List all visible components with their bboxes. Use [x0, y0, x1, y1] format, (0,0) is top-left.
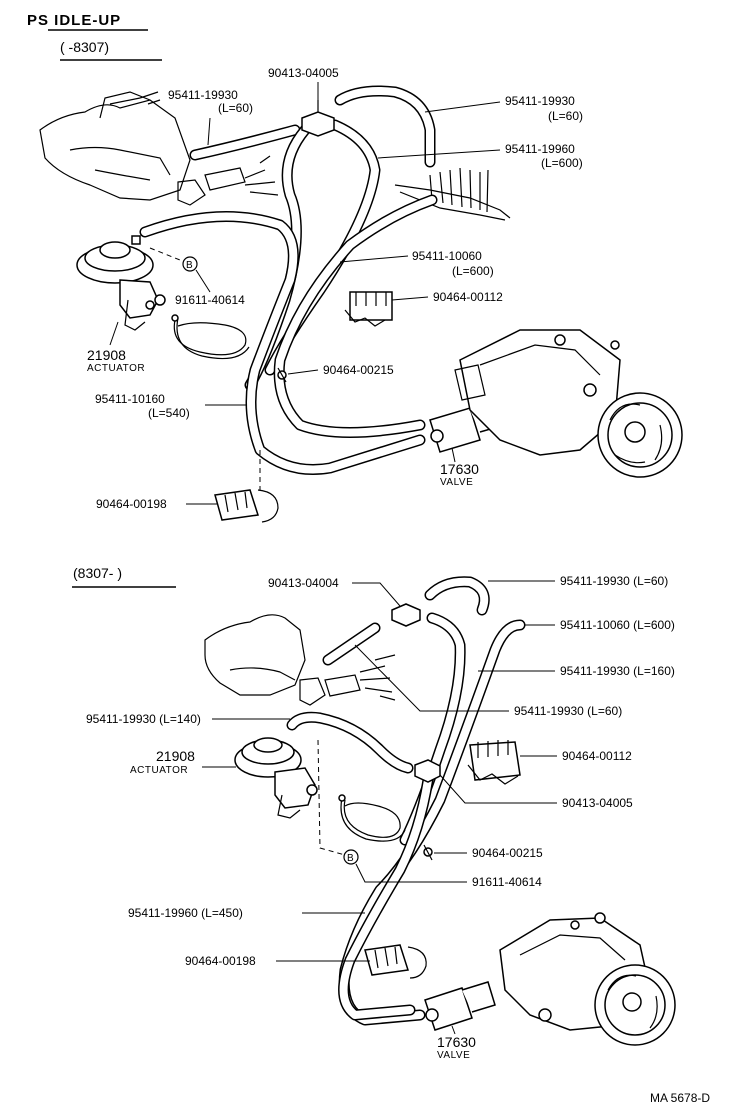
bottom-label-clamp: 90464-00112 [562, 749, 632, 763]
bottom-label-bracket: 90464-00198 [185, 954, 256, 968]
top-range-label: ( -8307) [60, 39, 109, 55]
bottom-label-clip: 90464-00215 [472, 846, 543, 860]
bottom-leader-tee-04005 [439, 774, 557, 804]
bottom-range-label: (8307- ) [73, 565, 122, 581]
bottom-pump [499, 912, 676, 1046]
top-clamp-00112 [344, 291, 393, 327]
bottom-label-hose-left: 95411-19930 (L=140) [86, 712, 201, 726]
bottom-label-hose-center: 95411-19930 (L=60) [514, 704, 622, 718]
bottom-wire-loop [338, 794, 406, 842]
top-leader-clamp [391, 296, 429, 301]
top-label-hose-long-len: (L=600) [541, 156, 583, 170]
bottom-dashed-b-line [317, 739, 346, 856]
bottom-leader-bolt [355, 863, 467, 883]
top-label-clip: 90464-00215 [323, 363, 394, 377]
bottom-actuator-name: ACTUATOR [130, 765, 188, 776]
bottom-clip-00215 [423, 844, 433, 861]
top-label-hose-mid-part: 95411-10060 [412, 249, 482, 263]
top-label-bolt: 91611-40614 [175, 293, 245, 307]
top-leader-clip [287, 369, 319, 375]
top-marker-b-text: B [186, 260, 193, 271]
diagram-title: PS IDLE-UP [27, 12, 121, 29]
bottom-engine-sketch [204, 614, 396, 706]
top-leader-actuator [109, 321, 119, 346]
top-actuator [76, 235, 166, 331]
bottom-leader-tee-04004 [352, 582, 401, 607]
top-valve-number: 17630 [440, 461, 479, 477]
top-label-hose-long-part: 95411-19960 [505, 142, 575, 156]
bottom-actuator-number: 21908 [156, 748, 195, 764]
top-leader-hose-mid [339, 255, 409, 263]
top-actuator-number: 21908 [87, 347, 126, 363]
footer-code: MA 5678-D [650, 1091, 710, 1105]
top-label-hose-right-len: (L=60) [548, 109, 583, 123]
top-leader-bolt [195, 269, 211, 293]
top-wire-loop [171, 314, 250, 360]
top-hoses [139, 85, 438, 476]
top-label-hose-left-len: (L=60) [218, 101, 253, 115]
top-label-bracket: 90464-00198 [96, 497, 167, 511]
bottom-callouts: 90413-04004 95411-19930 (L=60) 95411-100… [86, 574, 675, 1061]
top-leader-hose-right [424, 101, 501, 113]
bottom-leader-valve [451, 1025, 456, 1035]
top-label-tee: 90413-04005 [268, 66, 339, 80]
top-leader-hose-left [207, 117, 211, 146]
bottom-label-bolt: 91611-40614 [472, 875, 542, 889]
top-label-clamp: 90464-00112 [433, 290, 503, 304]
top-label-hose-right-part: 95411-19930 [505, 94, 575, 108]
top-marker-b: B [182, 256, 198, 272]
top-leader-valve [451, 447, 456, 463]
top-label-hose-left-part: 95411-19930 [168, 88, 238, 102]
bottom-marker-b-text: B [347, 853, 354, 864]
bottom-label-tee-04005: 90413-04005 [562, 796, 633, 810]
bottom-valve-17630 [424, 981, 496, 1031]
top-pump [454, 329, 683, 478]
top-valve-name: VALVE [440, 477, 473, 488]
top-clip-00215 [277, 367, 287, 383]
bottom-bracket-00198 [364, 944, 427, 979]
bottom-marker-b: B [343, 849, 359, 865]
bottom-actuator [234, 737, 318, 819]
bottom-label-hose-mid-right: 95411-19930 (L=160) [560, 664, 675, 678]
bottom-leader-hose-center [354, 644, 509, 712]
bottom-clamp-00112 [467, 740, 521, 785]
bottom-valve-number: 17630 [437, 1034, 476, 1050]
top-dashed-b-line [149, 247, 186, 263]
top-leader-hose-long [377, 149, 501, 159]
top-engine-sketch [39, 91, 279, 206]
top-callouts: 95411-19930 (L=60) 90413-04005 95411-199… [87, 66, 583, 511]
bottom-label-hose-right: 95411-10060 (L=600) [560, 618, 675, 632]
bottom-label-tee-04004: 90413-04004 [268, 576, 339, 590]
top-label-hose-bottom-part: 95411-10160 [95, 392, 165, 406]
top-actuator-name: ACTUATOR [87, 363, 145, 374]
bottom-label-hose-long: 95411-19960 (L=450) [128, 906, 243, 920]
bottom-tee-04004 [391, 603, 421, 627]
top-label-hose-mid-len: (L=600) [452, 264, 494, 278]
bottom-label-hose-top: 95411-19930 (L=60) [560, 574, 668, 588]
bottom-tee-04005 [414, 759, 441, 783]
bottom-hoses [286, 576, 526, 1026]
top-label-hose-bottom-len: (L=540) [148, 406, 190, 420]
top-bracket-00198 [214, 489, 279, 523]
bottom-valve-name: VALVE [437, 1050, 470, 1061]
